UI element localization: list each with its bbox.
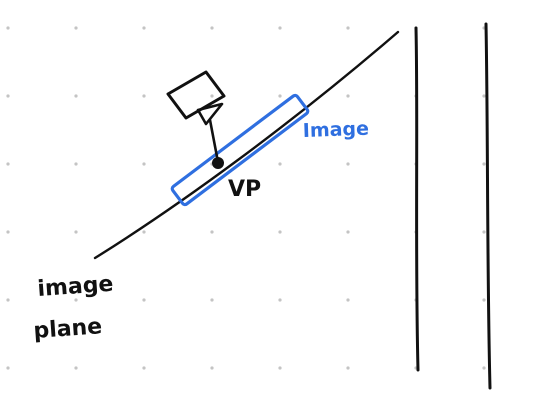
grid-dot xyxy=(210,26,214,30)
grid-dot xyxy=(6,94,10,98)
grid-dot xyxy=(142,366,146,370)
wall-line-left xyxy=(414,26,420,372)
grid-dot xyxy=(6,162,10,166)
grid-dot xyxy=(482,298,486,302)
grid-dot xyxy=(142,298,146,302)
vp-label: VP xyxy=(228,177,261,202)
grid-dot xyxy=(74,366,78,370)
grid-dot xyxy=(482,230,486,234)
grid-dot xyxy=(210,298,214,302)
wall-line-right xyxy=(484,22,492,390)
camera-icon xyxy=(166,70,226,164)
viewpoint-dot xyxy=(212,157,224,169)
grid-dot xyxy=(278,230,282,234)
grid-dot xyxy=(74,162,78,166)
grid-dot xyxy=(6,26,10,30)
grid-dot xyxy=(482,94,486,98)
grid-dot xyxy=(6,366,10,370)
grid-dot xyxy=(346,162,350,166)
image-plane-line xyxy=(93,30,400,260)
grid-dot xyxy=(142,94,146,98)
grid-dot xyxy=(278,366,282,370)
grid-dot xyxy=(210,230,214,234)
image-plane-label-line2: plane xyxy=(33,314,103,344)
grid-dot xyxy=(142,26,146,30)
grid-dot xyxy=(482,162,486,166)
grid-dot xyxy=(210,366,214,370)
grid-dot xyxy=(74,298,78,302)
grid-dot xyxy=(142,162,146,166)
grid-dot xyxy=(346,26,350,30)
image-rectangle xyxy=(170,93,310,207)
grid-dot xyxy=(6,298,10,302)
grid-dot xyxy=(6,230,10,234)
grid-dot xyxy=(346,298,350,302)
grid-dot xyxy=(278,94,282,98)
grid-dot xyxy=(482,366,486,370)
grid-dot xyxy=(74,94,78,98)
grid-dot xyxy=(346,366,350,370)
grid-dot xyxy=(278,162,282,166)
grid-dot xyxy=(210,94,214,98)
grid-dot xyxy=(278,26,282,30)
image-plane-label-line1: image xyxy=(37,272,115,302)
grid-dot xyxy=(278,298,282,302)
grid-dot xyxy=(142,230,146,234)
grid-dot xyxy=(74,230,78,234)
grid-dot xyxy=(346,94,350,98)
grid-dot xyxy=(74,26,78,30)
grid-dot xyxy=(346,230,350,234)
image-label: Image xyxy=(302,118,369,142)
